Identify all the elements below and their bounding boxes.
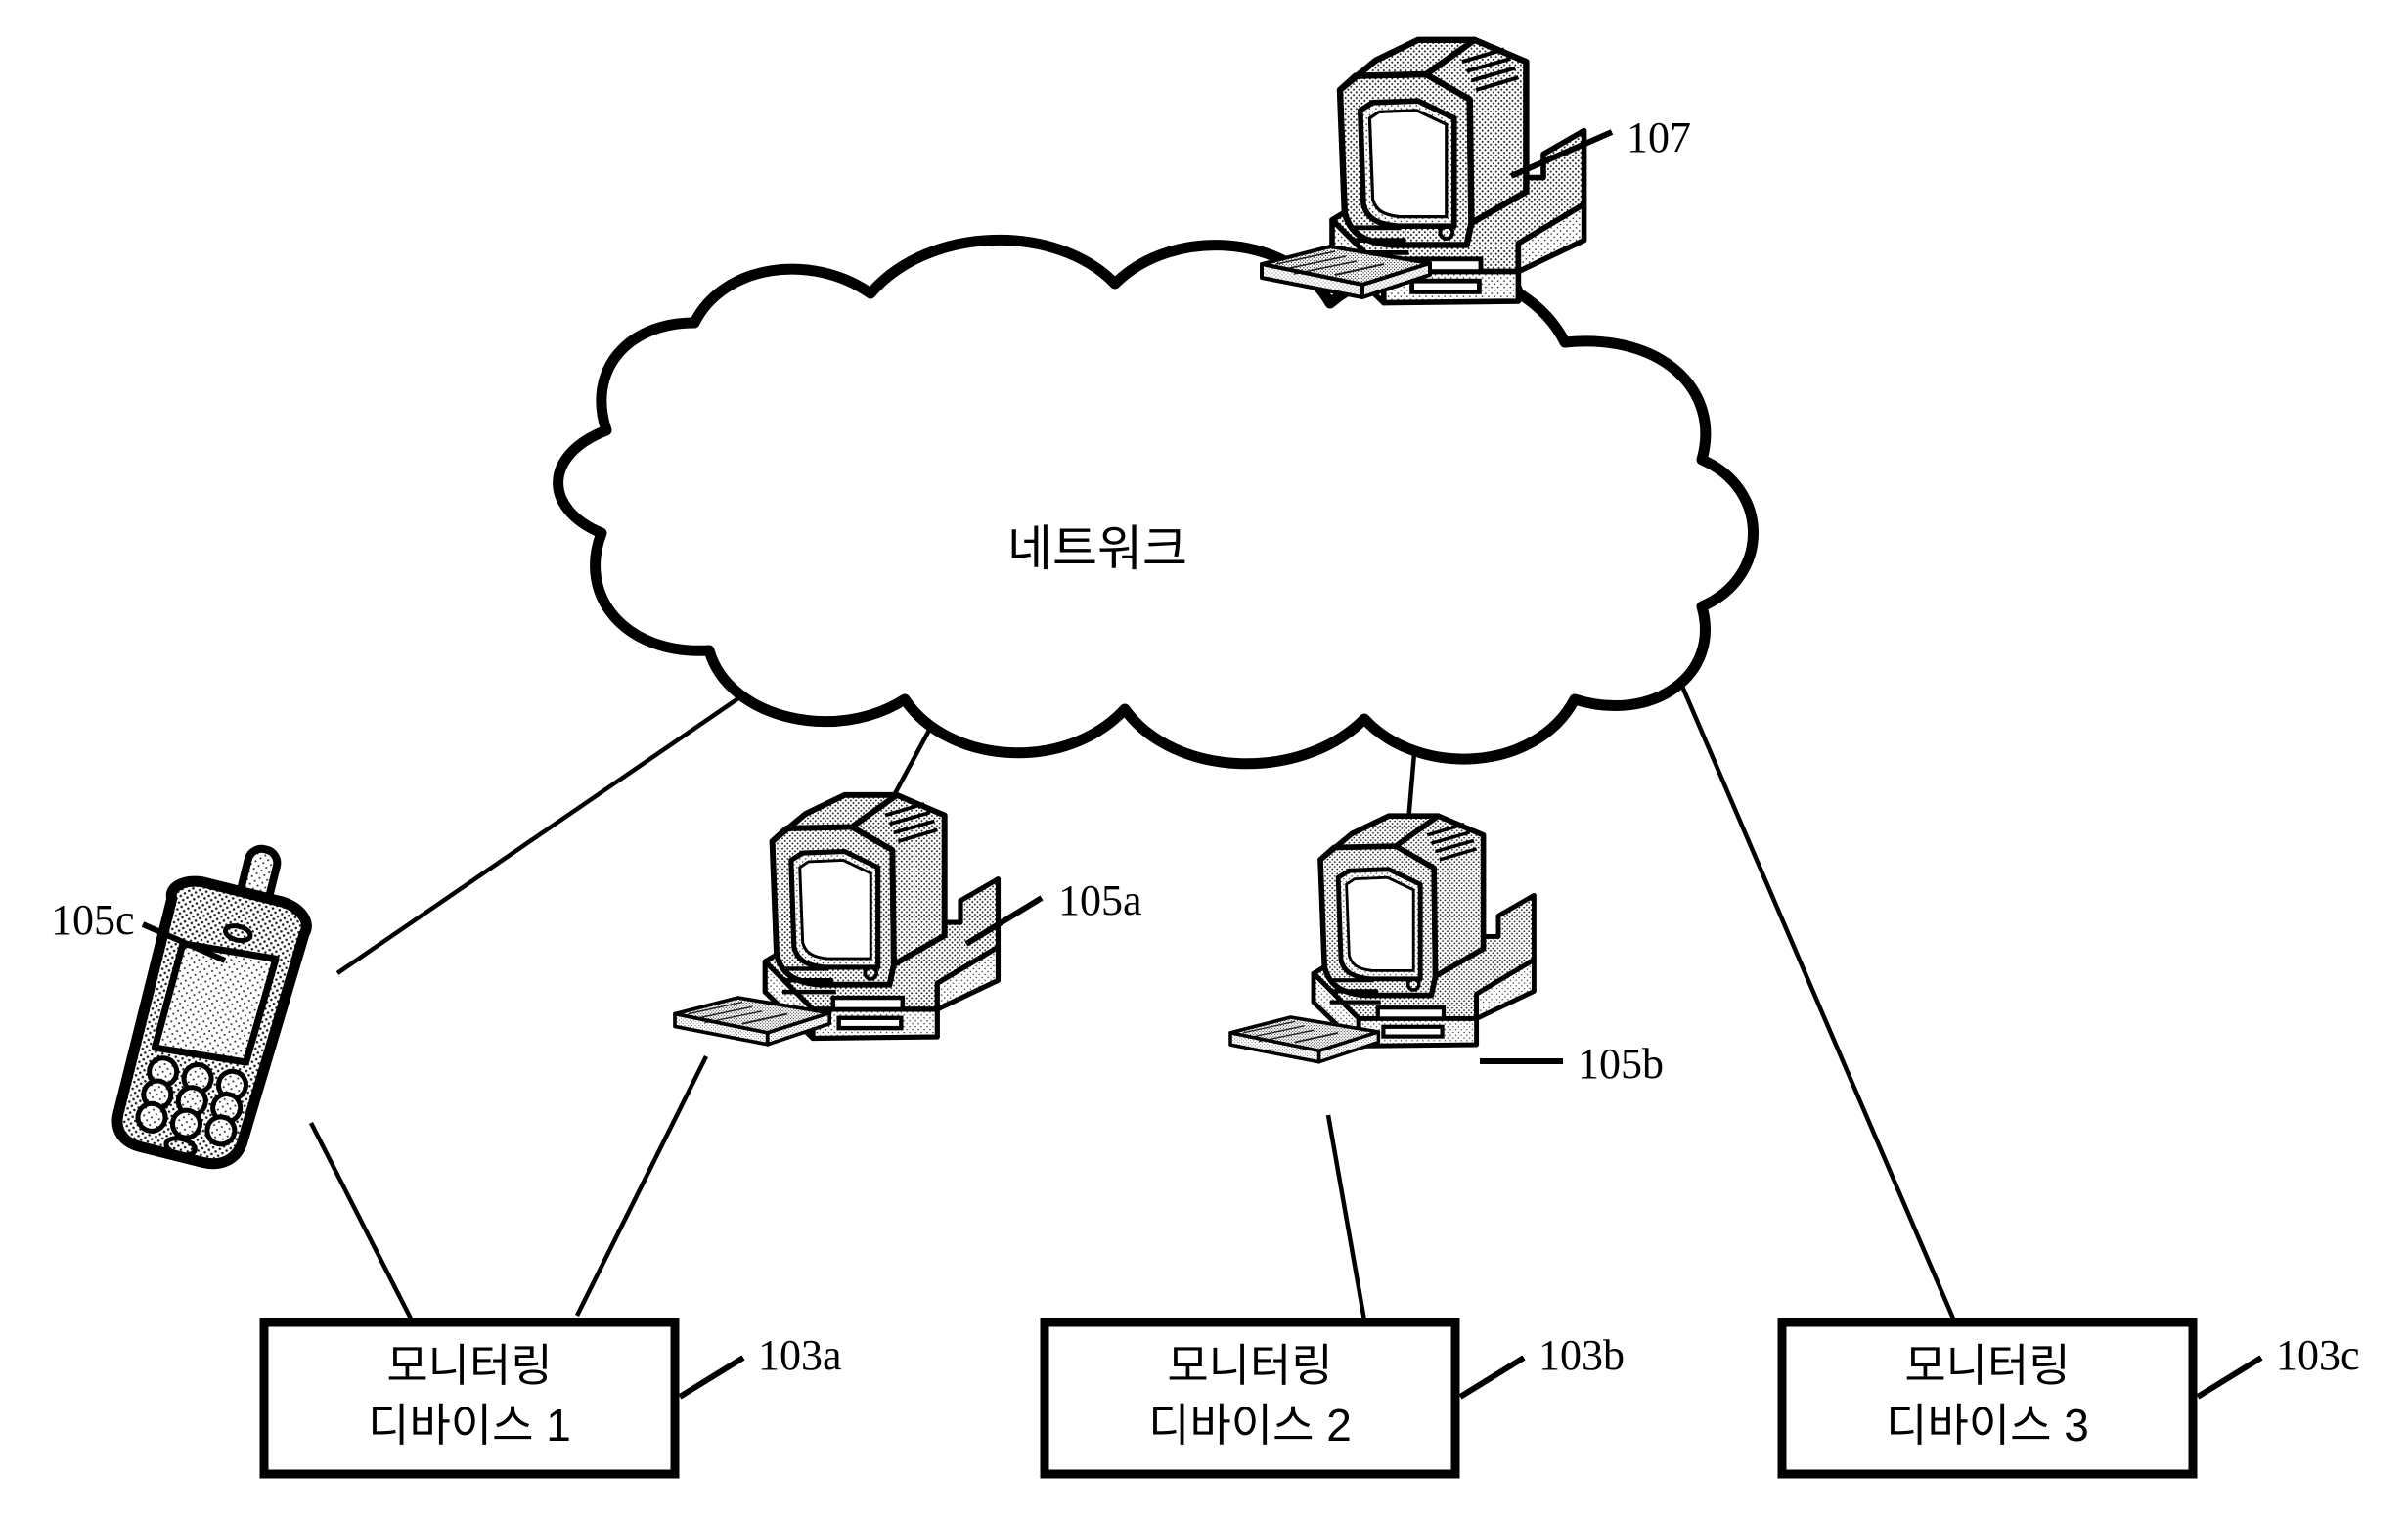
ref-label-105b: 105b bbox=[1578, 1040, 1664, 1088]
leader-103a bbox=[678, 1355, 745, 1400]
leader-105c bbox=[141, 921, 227, 963]
network-cloud: 네트워크 bbox=[553, 235, 1759, 770]
leader-103c bbox=[2196, 1355, 2263, 1400]
ref-label-103b: 103b bbox=[1538, 1331, 1625, 1379]
leader-105a bbox=[964, 895, 1044, 947]
device-label-line1: 모니터링 bbox=[1904, 1340, 2070, 1391]
client-105a-group: 105a bbox=[673, 795, 1142, 1047]
link-105b-103b bbox=[1325, 1114, 1367, 1321]
leader-103b bbox=[1458, 1355, 1526, 1400]
client-105b-group: 105b bbox=[1228, 816, 1664, 1088]
device-label-line2: 디바이스 2 bbox=[1148, 1400, 1352, 1451]
monitoring-device-103c: 모니터링 디바이스 3 103c bbox=[1777, 1318, 2360, 1479]
device-label-line1: 모니터링 bbox=[1167, 1340, 1332, 1391]
mobile-phone-icon bbox=[111, 844, 312, 1170]
client-105c-group: 105c bbox=[51, 844, 312, 1170]
ref-label-107: 107 bbox=[1627, 113, 1691, 161]
desktop-computer-icon bbox=[1314, 816, 1534, 1046]
cloud-outline bbox=[553, 235, 1759, 770]
device-label-line2: 디바이스 3 bbox=[1886, 1400, 2089, 1451]
server-107-group: 107 bbox=[1260, 40, 1691, 303]
link-105c-103a bbox=[308, 1121, 414, 1320]
device-label-line2: 디바이스 1 bbox=[368, 1400, 571, 1451]
device-box bbox=[259, 1318, 680, 1479]
ref-label-105a: 105a bbox=[1058, 876, 1142, 924]
device-box bbox=[1040, 1318, 1460, 1479]
monitoring-device-103b: 모니터링 디바이스 2 103b bbox=[1040, 1318, 1625, 1479]
cloud-label: 네트워크 bbox=[1007, 521, 1187, 576]
ref-label-103c: 103c bbox=[2276, 1331, 2360, 1379]
leader-107 bbox=[1509, 129, 1614, 179]
device-label-line1: 모니터링 bbox=[386, 1340, 552, 1391]
device-box bbox=[1777, 1318, 2198, 1479]
ref-label-105c: 105c bbox=[51, 896, 135, 944]
link-105a-103a bbox=[574, 1054, 709, 1318]
desktop-computer-icon bbox=[765, 795, 998, 1039]
monitoring-device-103a: 모니터링 디바이스 1 103a bbox=[259, 1318, 842, 1479]
ref-label-103a: 103a bbox=[758, 1331, 842, 1379]
link-cloud-103c bbox=[1660, 640, 1959, 1326]
link-cloud-105c bbox=[335, 673, 775, 975]
